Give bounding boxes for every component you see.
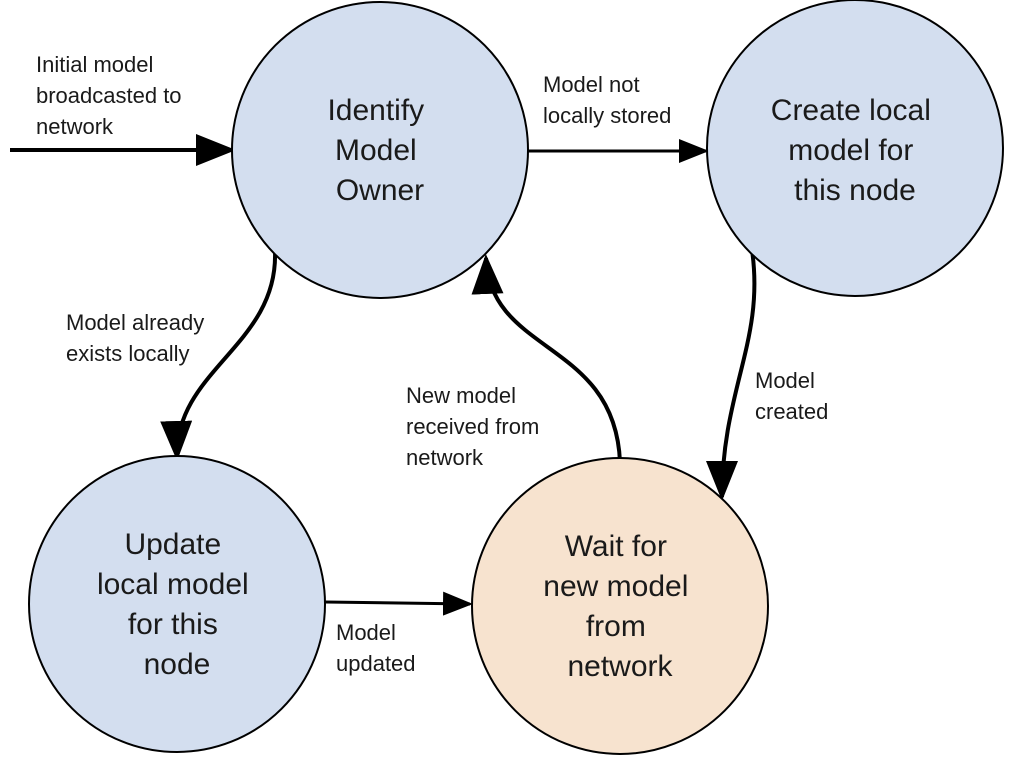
- edge-received-arrow: [471, 254, 622, 463]
- edge-created-label-line-1: Model: [755, 368, 815, 393]
- node-create-circle: [706, 0, 1004, 297]
- node-identify-line-1: Identify: [327, 94, 424, 127]
- edge-initial-label: Initial model broadcasted to network: [36, 52, 188, 139]
- edge-created-label-line-2: created: [755, 399, 828, 424]
- edge-not-stored-label-line-2: locally stored: [543, 103, 671, 128]
- edge-received-label-line-3: network: [406, 445, 484, 470]
- edge-updated-arrow: [324, 591, 473, 616]
- edge-exists: [160, 251, 278, 461]
- edge-received: [471, 254, 622, 463]
- node-wait-line-4: network: [567, 650, 673, 683]
- node-update-line-4: node: [144, 648, 211, 681]
- edge-initial-label-line-3: network: [36, 114, 114, 139]
- node-wait-line-2: new model: [543, 570, 688, 603]
- edge-updated-label: Model updated: [336, 620, 416, 676]
- node-create-line-3: this node: [794, 174, 916, 207]
- edge-exists-label-line-2: exists locally: [66, 341, 189, 366]
- node-wait-line-3: from: [586, 610, 646, 643]
- node-update-label: Update local model for this node: [97, 528, 257, 681]
- node-update-circle: [28, 455, 326, 753]
- edge-initial-label-line-2: broadcasted to: [36, 83, 182, 108]
- edge-not-stored-label-line-1: Model not: [543, 72, 640, 97]
- edge-received-label-line-1: New model: [406, 383, 516, 408]
- node-wait-line-1: Wait for: [565, 530, 667, 563]
- node-identify-line-2: Model: [335, 134, 417, 167]
- node-identify-line-3: Owner: [336, 174, 424, 207]
- edge-created: [706, 249, 757, 501]
- node-identify-model-owner: Identify Model Owner: [231, 1, 529, 299]
- edge-received-label-line-2: received from: [406, 414, 539, 439]
- node-create-line-1: Create local: [771, 94, 931, 127]
- node-update-line-2: local model: [97, 568, 249, 601]
- node-wait-for-new-model: Wait for new model from network: [471, 457, 769, 755]
- node-update-line-3: for this: [128, 608, 218, 641]
- edge-created-label: Model created: [755, 368, 828, 424]
- edge-not-stored-label: Model not locally stored: [543, 72, 671, 128]
- node-identify-label: Identify Model Owner: [327, 94, 432, 207]
- node-identify-circle: [231, 1, 529, 299]
- edge-received-label: New model received from network: [406, 383, 545, 470]
- edge-exists-arrow: [160, 251, 278, 461]
- node-update-line-1: Update: [124, 528, 221, 561]
- node-create-line-2: model for: [788, 134, 913, 167]
- node-wait-label: Wait for new model from network: [543, 530, 696, 683]
- edge-initial-label-line-1: Initial model: [36, 52, 153, 77]
- edge-updated-label-line-2: updated: [336, 651, 416, 676]
- node-update-local-model: Update local model for this node: [28, 455, 326, 753]
- edge-exists-label-line-1: Model already: [66, 310, 204, 335]
- node-create-local-model: Create local model for this node: [706, 0, 1004, 297]
- node-create-label: Create local model for this node: [771, 94, 939, 207]
- edge-exists-label: Model already exists locally: [66, 310, 210, 366]
- node-wait-circle: [471, 457, 769, 755]
- edge-updated: [324, 591, 473, 616]
- edge-updated-label-line-1: Model: [336, 620, 396, 645]
- edge-created-arrow: [706, 249, 757, 501]
